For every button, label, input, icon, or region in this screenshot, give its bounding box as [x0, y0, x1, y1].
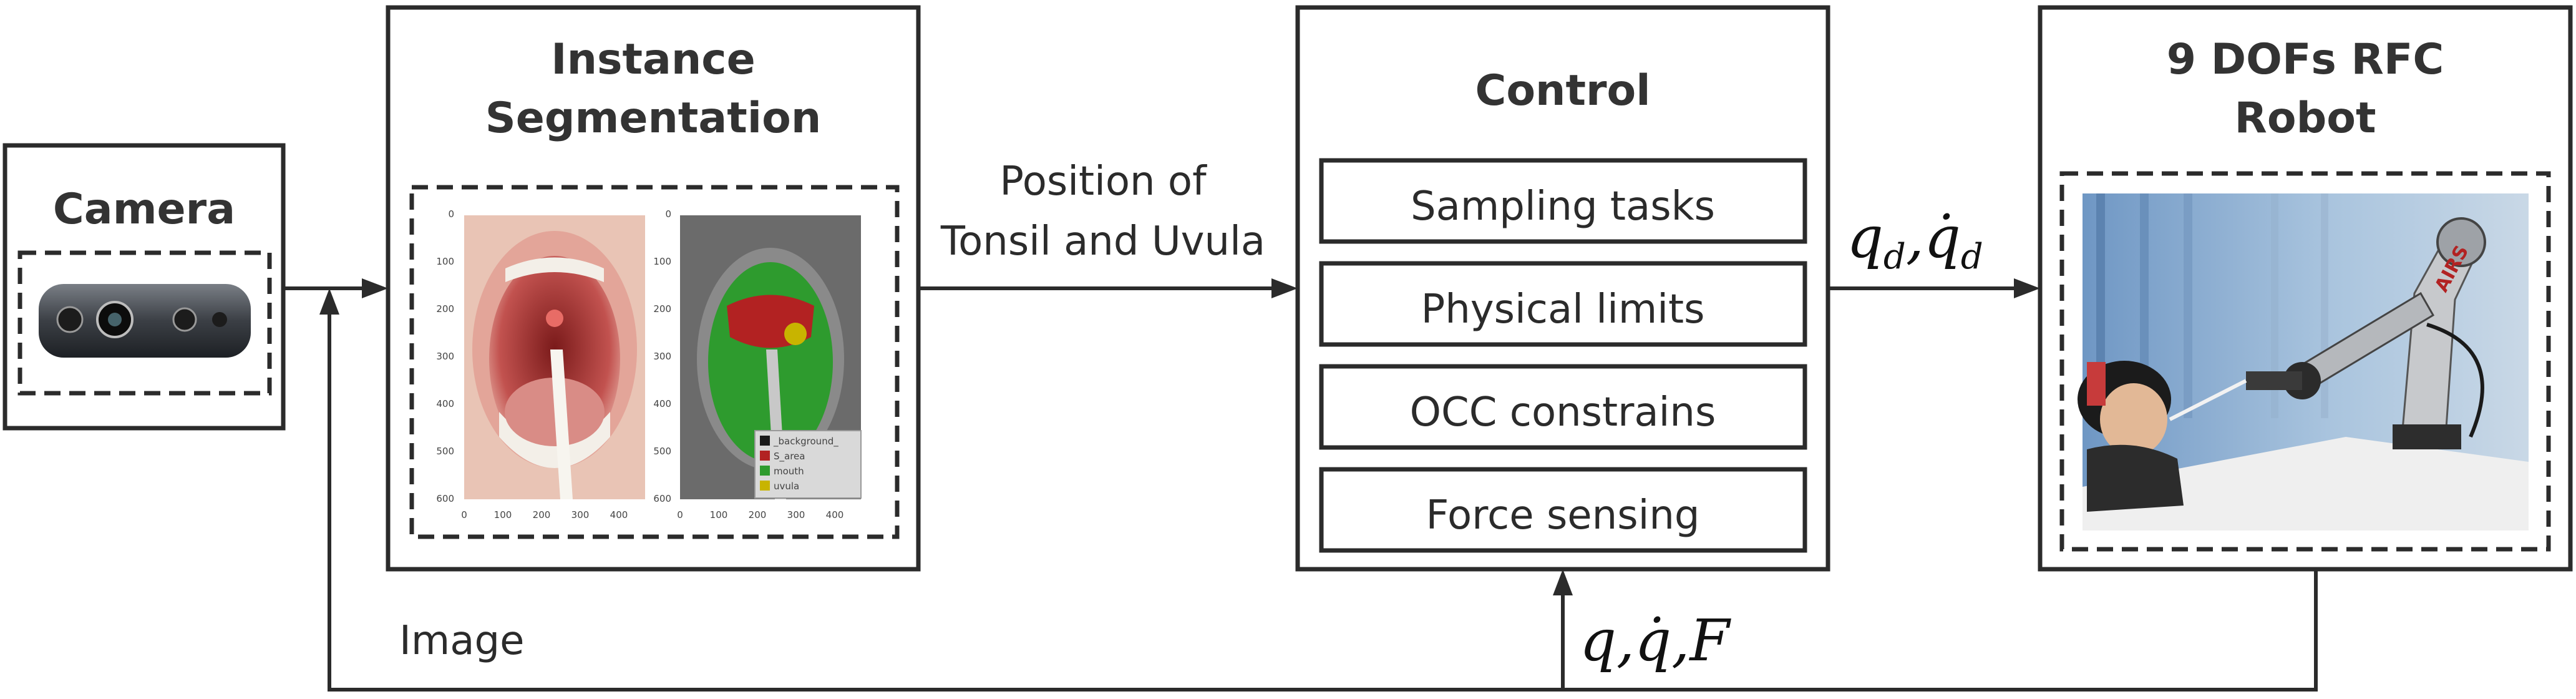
- control-item-box: [1319, 364, 1807, 450]
- svg-text:400: 400: [653, 398, 671, 409]
- segmentation-image-frame: [409, 185, 900, 539]
- control-item-box: [1319, 467, 1807, 553]
- svg-text:300: 300: [787, 509, 805, 521]
- segmentation-mask: _background_ S_area mouth uvula: [680, 215, 862, 499]
- svg-text:200: 200: [749, 509, 767, 521]
- control-item-force-sensing: Force sensing: [1426, 492, 1699, 539]
- svg-text:300: 300: [571, 509, 590, 521]
- svg-text:0: 0: [461, 509, 467, 521]
- edge-label-state: q,q̇,F: [1580, 607, 1731, 674]
- robot-photo: AIRS: [2078, 193, 2529, 530]
- robot-image-frame: [2059, 171, 2551, 552]
- svg-text:600: 600: [436, 493, 454, 504]
- arrowhead: [2014, 278, 2040, 298]
- robot-title-line2: Robot: [2235, 94, 2376, 143]
- control-item-box: [1319, 158, 1807, 244]
- svg-text:500: 500: [653, 446, 671, 457]
- svg-text:200: 200: [436, 303, 454, 315]
- control-item-physical-limits: Physical limits: [1421, 286, 1705, 333]
- arrowhead: [1553, 569, 1573, 595]
- arrowhead: [319, 288, 339, 315]
- mouth-photo: [464, 215, 645, 499]
- legend-background: _background_: [773, 436, 838, 447]
- svg-text:400: 400: [436, 398, 454, 409]
- edge-label-image: Image: [399, 618, 524, 664]
- camera-device-image: [39, 284, 251, 358]
- svg-text:0: 0: [665, 208, 671, 220]
- svg-text:600: 600: [653, 493, 671, 504]
- robot-title-line1: 9 DOFs RFC: [2167, 35, 2444, 84]
- camera-block: Camera: [2, 143, 286, 431]
- svg-text:300: 300: [653, 351, 671, 362]
- arrowhead: [362, 278, 388, 298]
- control-block: Control Sampling tasks Physical limits O…: [1295, 5, 1830, 572]
- svg-text:100: 100: [653, 256, 671, 267]
- control-item-box: [1319, 261, 1807, 347]
- left-plot-x-ticks: 0 100 200 300 400: [461, 509, 628, 521]
- mask-legend: _background_ S_area mouth uvula: [754, 430, 862, 499]
- control-title: Control: [1475, 66, 1650, 115]
- segmentation-title-line1: Instance: [551, 35, 755, 84]
- svg-text:200: 200: [533, 509, 551, 521]
- svg-text:200: 200: [653, 303, 671, 315]
- legend-uvula: uvula: [774, 481, 799, 492]
- edge-label-command: qd,q̇d: [1847, 204, 1983, 277]
- edge-feedback-loop: [328, 312, 2318, 692]
- svg-text:500: 500: [436, 446, 454, 457]
- camera-image-frame: [17, 250, 272, 396]
- segmentation-block: Instance Segmentation 0 100 200 300 400 …: [386, 5, 921, 572]
- segmentation-title-line2: Segmentation: [485, 94, 822, 143]
- svg-text:300: 300: [436, 351, 454, 362]
- edge-label-position-line1: Position of: [999, 159, 1207, 205]
- svg-text:400: 400: [610, 509, 628, 521]
- arrowhead: [1271, 278, 1298, 298]
- svg-text:0: 0: [448, 208, 454, 220]
- right-plot-x-ticks: 0 100 200 300 400: [677, 509, 843, 521]
- left-plot-y-ticks: 0 100 200 300 400 500 600: [436, 208, 454, 504]
- edge-label-position-line2: Tonsil and Uvula: [940, 218, 1265, 265]
- svg-text:100: 100: [494, 509, 512, 521]
- legend-mouth: mouth: [774, 466, 804, 477]
- svg-text:100: 100: [436, 256, 454, 267]
- right-plot-y-ticks: 0 100 200 300 400 500 600: [653, 208, 671, 504]
- svg-text:100: 100: [710, 509, 728, 521]
- control-item-sampling-tasks: Sampling tasks: [1411, 183, 1715, 230]
- camera-title: Camera: [53, 185, 235, 234]
- legend-s-area: S_area: [774, 451, 805, 462]
- control-item-occ-constrains: OCC constrains: [1410, 389, 1716, 436]
- svg-text:400: 400: [826, 509, 844, 521]
- svg-text:0: 0: [677, 509, 683, 521]
- robot-block: 9 DOFs RFC Robot AIRS: [2038, 5, 2573, 572]
